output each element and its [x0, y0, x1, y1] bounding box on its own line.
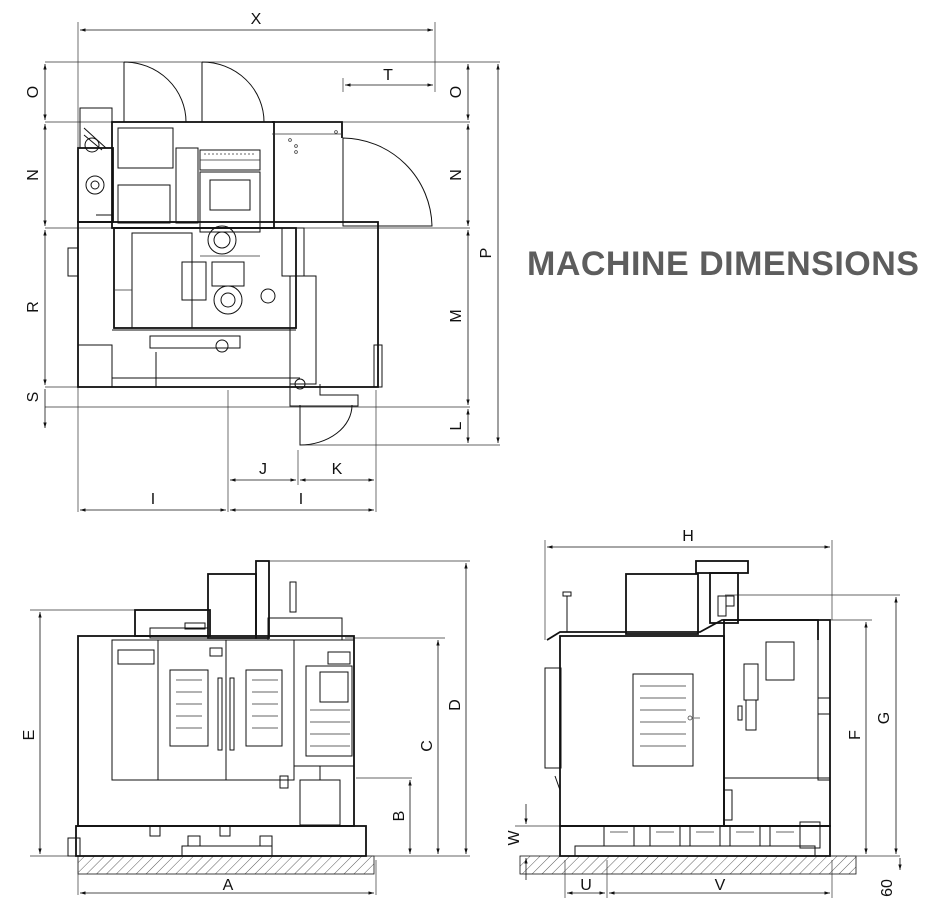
dim-label-g: G [876, 712, 893, 724]
dim-label-d: D [447, 699, 464, 711]
dim-label-m: M [448, 309, 465, 322]
dim-label-p: P [478, 248, 495, 259]
page-heading: MACHINE DIMENSIONS [527, 245, 920, 283]
dim-label-i-left: I [151, 491, 155, 508]
dim-label-b: B [391, 811, 408, 822]
front-view: A E D C B [21, 560, 470, 895]
dim-label-t: T [383, 67, 393, 84]
dim-label-s: S [25, 392, 42, 403]
dim-label-l: L [448, 421, 465, 430]
dim-label-r: R [25, 301, 42, 313]
dim-label-f: F [847, 730, 864, 740]
dim-label-x: X [251, 11, 262, 28]
dim-label-w: W [506, 830, 523, 846]
dim-label-k: K [332, 461, 343, 478]
dim-label-n-left: N [25, 169, 42, 181]
dim-label-a: A [223, 877, 234, 894]
dim-label-o-right: O [448, 86, 465, 98]
side-view: H G F W U V 60 [506, 528, 902, 898]
dim-label-60: 60 [879, 879, 896, 897]
dim-label-h: H [682, 528, 694, 545]
dim-label-i-right: I [299, 491, 303, 508]
dim-label-j: J [259, 461, 267, 478]
dim-label-n-right: N [448, 169, 465, 181]
plan-view: X T O N R S O N M L P J K I I [25, 11, 500, 512]
dim-label-v: V [715, 877, 726, 894]
dim-label-u: U [580, 877, 592, 894]
dim-label-o-left: O [25, 86, 42, 98]
dim-label-c: C [419, 740, 436, 752]
dim-label-e: E [21, 730, 38, 741]
